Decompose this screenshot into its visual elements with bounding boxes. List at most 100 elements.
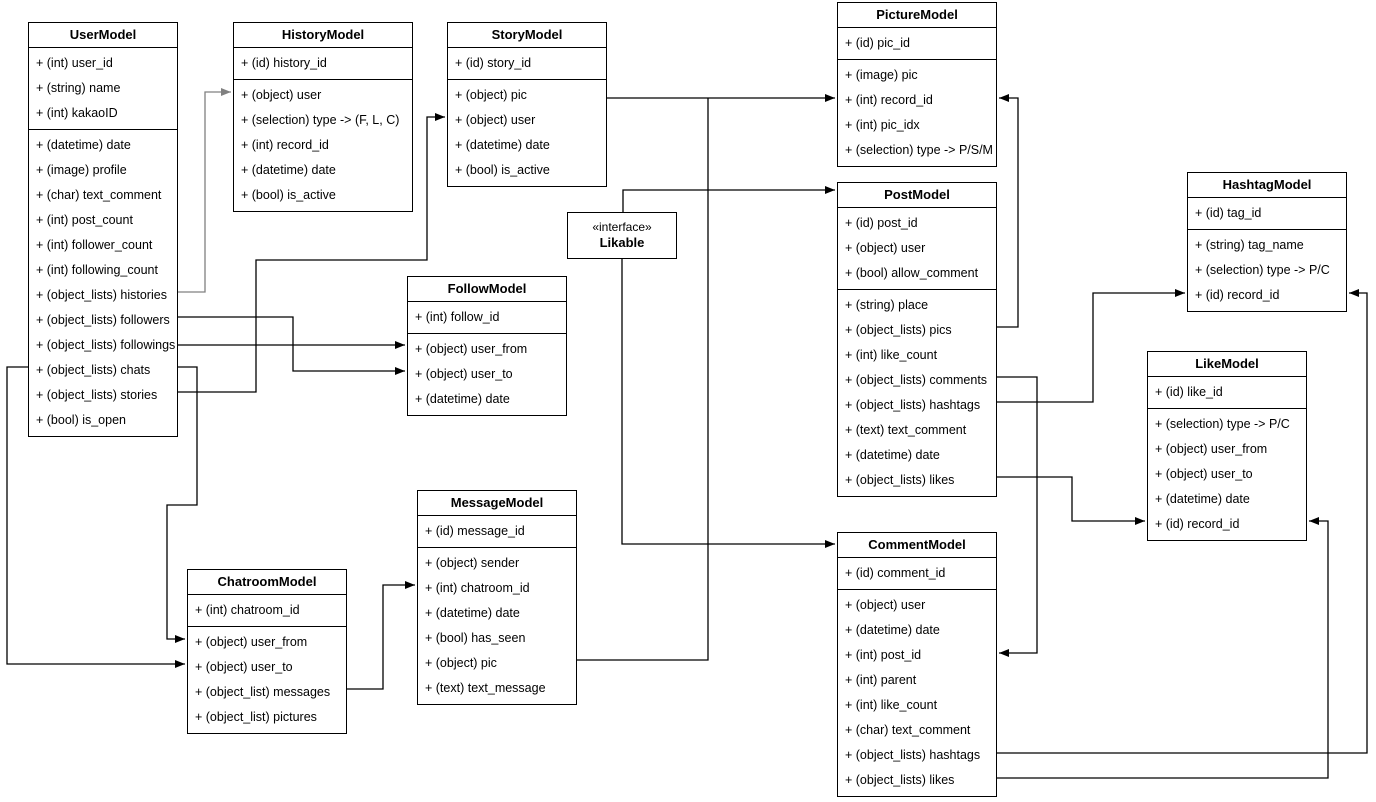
attribute-row: + (id) comment_id bbox=[845, 566, 946, 580]
interface-stereotype: «interface» bbox=[592, 220, 652, 234]
class-title-like: LikeModel bbox=[1148, 352, 1306, 377]
connector-post-likes-to-like-record_id bbox=[997, 476, 1145, 525]
attribute-row: + (bool) has_seen bbox=[425, 631, 526, 645]
attribute-row: + (datetime) date bbox=[845, 448, 940, 462]
class-section: + (id) comment_id bbox=[838, 558, 996, 589]
class-section: + (object) user_from + (object) user_to + … bbox=[408, 333, 566, 415]
class-section: + (object) user + (datetime) date + (int) … bbox=[838, 589, 996, 796]
attribute-row: + (object_lists) hashtags bbox=[845, 748, 981, 762]
connector-comment-likes-to-like-record_id bbox=[997, 517, 1329, 779]
class-section: + (object) sender + (int) chatroom_id + (d… bbox=[418, 547, 576, 704]
attribute-row: + (int) follow_id bbox=[415, 310, 500, 324]
attribute-row: + (string) tag_name bbox=[1195, 238, 1304, 252]
attribute-row: + (object) user bbox=[241, 88, 322, 102]
class-section: + (id) post_id+ (object) user+ (bool) al… bbox=[838, 208, 996, 289]
attribute-row: + (datetime) date bbox=[415, 392, 510, 406]
attribute-row: + (object) user_from bbox=[1155, 442, 1268, 456]
attribute-row: + (bool) allow_comment bbox=[845, 266, 979, 280]
attribute-row: + (id) post_id bbox=[845, 216, 918, 230]
connector-likable-to-comment bbox=[621, 259, 835, 548]
attribute-row: + (datetime) date bbox=[425, 606, 520, 620]
attribute-row: + (int) user_id bbox=[36, 56, 113, 70]
attribute-row: + (object_lists) likes bbox=[845, 773, 955, 787]
attribute-row: + (bool) is_active bbox=[455, 163, 550, 177]
attribute-row: + (image) profile bbox=[36, 163, 127, 177]
connector-post-pics-to-picture-record_id bbox=[997, 94, 1019, 328]
attribute-row: + (char) text_comment bbox=[845, 723, 971, 737]
class-section: + (int) follow_id bbox=[408, 302, 566, 333]
class-title-history: HistoryModel bbox=[234, 23, 412, 48]
class-section: + (selection) type -> P/C+ (object) user… bbox=[1148, 408, 1306, 540]
attribute-row: + (object_list) messages bbox=[195, 685, 331, 699]
class-section: + (id) pic_id bbox=[838, 28, 996, 59]
attribute-row: + (int) follower_count bbox=[36, 238, 153, 252]
attribute-row: + (object_lists) followings bbox=[36, 338, 176, 352]
class-picture[interactable]: PictureModel+ (id) pic_id+ (image) pic+ … bbox=[837, 2, 997, 167]
attribute-row: + (int) chatroom_id bbox=[425, 581, 530, 595]
attribute-row: + (object_lists) pics bbox=[845, 323, 952, 337]
class-follow[interactable]: FollowModel+ (int) follow_id+ (object) u… bbox=[407, 276, 567, 416]
attribute-row: + (int) like_count bbox=[845, 348, 938, 362]
attribute-row: + (object_lists) comments bbox=[845, 373, 988, 387]
attribute-row: + (id) story_id bbox=[455, 56, 532, 70]
class-story[interactable]: StoryModel+ (id) story_id+ (object) pic+… bbox=[447, 22, 607, 187]
attribute-row: + (object) sender bbox=[425, 556, 520, 570]
attribute-row: + (int) record_id bbox=[241, 138, 329, 152]
attribute-row: + (object) user bbox=[845, 598, 926, 612]
attribute-row: + (bool) is_open bbox=[36, 413, 126, 427]
class-hashtag[interactable]: HashtagModel+ (id) tag_id+ (string) tag_… bbox=[1187, 172, 1347, 312]
class-section: + (int) user_id+ (string) name+ (int) ka… bbox=[29, 48, 177, 129]
attribute-row: + (string) name bbox=[36, 81, 121, 95]
class-chatroom[interactable]: ChatroomModel+ (int) chatroom_id+ (objec… bbox=[187, 569, 347, 734]
interface-likable[interactable]: «interface»Likable bbox=[567, 212, 677, 259]
class-message[interactable]: MessageModel+ (id) message_id+ (object) … bbox=[417, 490, 577, 705]
class-section: + (string) place + (object_lists) pics + (… bbox=[838, 289, 996, 496]
class-like[interactable]: LikeModel + (id) like_id + (selection) typ… bbox=[1147, 351, 1307, 541]
attribute-row: + (object_list) pictures bbox=[195, 710, 317, 724]
attribute-row: + (string) place bbox=[845, 298, 929, 312]
connector-chatroom-messages-to-message-chatroom_id bbox=[347, 581, 415, 690]
attribute-row: + (int) record_id bbox=[845, 93, 933, 107]
attribute-row: + (image) pic bbox=[845, 68, 918, 82]
attribute-row: + (object) user bbox=[455, 113, 536, 127]
class-section: + (id) like_id bbox=[1148, 377, 1306, 408]
attribute-row: + (selection) type -> P/C bbox=[1195, 263, 1330, 277]
attribute-row: + (selection) type -> P/S/M bbox=[845, 143, 993, 157]
class-title-hashtag: HashtagModel bbox=[1188, 173, 1346, 198]
connector-user-histories-to-history-user bbox=[178, 88, 231, 293]
attribute-row: + (object) pic bbox=[455, 88, 527, 102]
class-title-chatroom: ChatroomModel bbox=[188, 570, 346, 595]
attribute-row: + (object_lists) chats bbox=[36, 363, 151, 377]
class-section: + (id) tag_id bbox=[1188, 198, 1346, 229]
attribute-row: + (object) user_to bbox=[415, 367, 513, 381]
attribute-row: + (datetime) date bbox=[845, 623, 940, 637]
attribute-row: + (int) like_count bbox=[845, 698, 938, 712]
attribute-row: + (datetime) date bbox=[36, 138, 131, 152]
class-title-user: UserModel bbox=[29, 23, 177, 48]
class-section: + (int) chatroom_id bbox=[188, 595, 346, 626]
attribute-row: + (id) record_id bbox=[1195, 288, 1280, 302]
attribute-row: + (object_lists) histories bbox=[36, 288, 167, 302]
attribute-row: + (id) like_id bbox=[1155, 385, 1223, 399]
class-section: + (object) user_from+ (object) user_to+ … bbox=[188, 626, 346, 733]
attribute-row: + (object) user_to bbox=[1155, 467, 1253, 481]
attribute-row: + (id) record_id bbox=[1155, 517, 1240, 531]
interface-name: Likable bbox=[599, 235, 645, 250]
attribute-row: + (id) pic_id bbox=[845, 36, 910, 50]
class-title-comment: CommentModel bbox=[838, 533, 996, 558]
attribute-row: + (object) user_from bbox=[415, 342, 528, 356]
class-user[interactable]: UserModel + (int) user_id + (string) name +… bbox=[28, 22, 178, 437]
class-section: + (id) history_id bbox=[234, 48, 412, 79]
class-section: + (string) tag_name + (selection) type ->… bbox=[1188, 229, 1346, 311]
connector-likable-to-post bbox=[622, 186, 835, 212]
class-post[interactable]: PostModel+ (id) post_id+ (object) user+ … bbox=[837, 182, 997, 497]
connector-user-followers-to-follow-user_to bbox=[178, 316, 405, 375]
class-title-message: MessageModel bbox=[418, 491, 576, 516]
attribute-row: + (char) text_comment bbox=[36, 188, 162, 202]
connector-post-comments-to-comment-post_id bbox=[997, 376, 1038, 657]
attribute-row: + (object) user_to bbox=[195, 660, 293, 674]
class-comment[interactable]: CommentModel + (id) comment_id + (object) … bbox=[837, 532, 997, 797]
attribute-row: + (object_lists) hashtags bbox=[845, 398, 981, 412]
attribute-row: + (object_lists) followers bbox=[36, 313, 170, 327]
class-history[interactable]: HistoryModel+ (id) history_id + (object) … bbox=[233, 22, 413, 212]
